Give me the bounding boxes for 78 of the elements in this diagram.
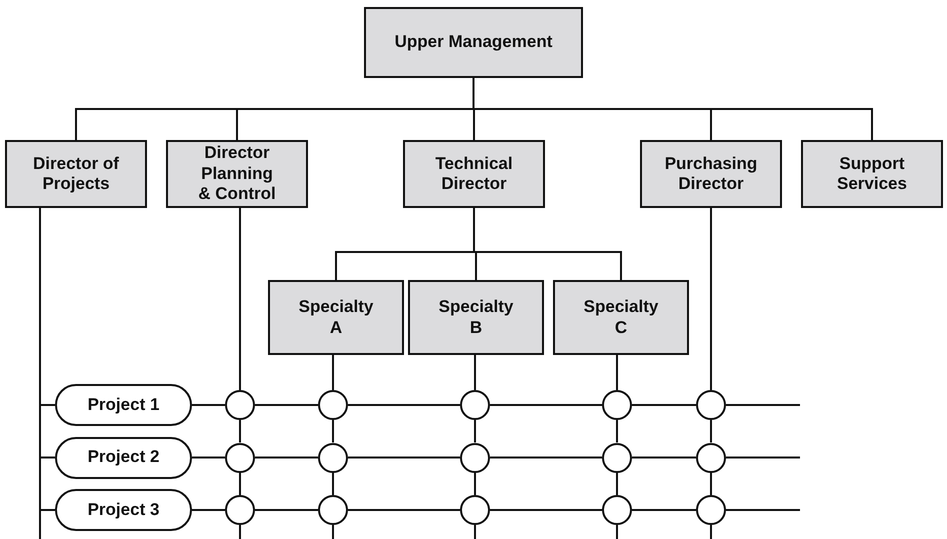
connector-line: [348, 509, 460, 511]
org-box: [5, 140, 147, 208]
connector-line: [710, 472, 712, 495]
connector-line: [239, 420, 241, 442]
connector-line: [490, 456, 602, 458]
connector-line: [710, 525, 712, 539]
connector-line: [192, 456, 225, 458]
connector-line: [239, 208, 241, 390]
box-label: Upper Management: [394, 32, 552, 53]
project-box: [55, 489, 192, 531]
connector-line: [632, 456, 696, 458]
org-box: [553, 280, 689, 355]
connector-line: [474, 420, 476, 442]
connector-line: [710, 208, 712, 390]
org-box: [364, 7, 583, 78]
connector-line: [255, 509, 318, 511]
org-box: [640, 140, 782, 208]
junction-circle: [602, 495, 632, 525]
box-label: Purchasing Director: [664, 154, 758, 194]
connector-line: [474, 525, 476, 539]
box-label: Project 3: [88, 500, 160, 520]
connector-line: [616, 472, 618, 495]
connector-line: [332, 472, 334, 495]
box-label: Technical Director: [434, 154, 514, 194]
connector-line: [490, 404, 602, 406]
box-label: Support Services: [836, 154, 908, 194]
junction-circle: [225, 495, 255, 525]
connector-line: [616, 355, 618, 390]
connector-line: [632, 509, 696, 511]
connector-line: [332, 420, 334, 442]
connector-line: [255, 456, 318, 458]
connector-line: [490, 509, 602, 511]
connector-line: [474, 472, 476, 495]
connector-line: [192, 404, 225, 406]
org-box: [166, 140, 308, 208]
box-label: Project 1: [88, 394, 160, 416]
org-box: [801, 140, 943, 208]
project-box: [55, 384, 192, 426]
box-label: Specialty C: [583, 297, 659, 338]
connector-line: [726, 456, 800, 458]
junction-circle: [318, 442, 348, 472]
junction-circle: [602, 390, 632, 420]
org-box: [408, 280, 544, 355]
connector-line: [348, 456, 460, 458]
junction-circle: [460, 390, 490, 420]
connector-line: [332, 525, 334, 539]
connector-line: [726, 509, 800, 511]
connector-line: [239, 525, 241, 539]
connector-line: [332, 355, 334, 390]
box-label: Specialty A: [298, 297, 374, 338]
connector-line: [616, 420, 618, 442]
connector-line: [474, 355, 476, 390]
junction-circle: [460, 442, 490, 472]
junction-circle: [225, 390, 255, 420]
junction-circle: [318, 390, 348, 420]
connector-line: [348, 404, 460, 406]
connector-line: [39, 208, 55, 511]
junction-circle: [696, 495, 726, 525]
connector-line: [239, 472, 241, 495]
box-label: Project 2: [88, 447, 160, 468]
connector-line: [616, 525, 618, 539]
connector-line: [726, 404, 800, 406]
junction-circle: [696, 442, 726, 472]
junction-circle: [602, 442, 632, 472]
connector-line: [192, 509, 225, 511]
junction-circle: [225, 442, 255, 472]
connector-line: [632, 404, 696, 406]
junction-circle: [696, 390, 726, 420]
junction-circle: [460, 495, 490, 525]
connector-line: [710, 420, 712, 442]
connector-line: [255, 404, 318, 406]
box-label: Specialty B: [438, 297, 514, 338]
org-box: [268, 280, 404, 355]
box-label: Director Planning & Control: [197, 143, 277, 205]
project-box: [55, 436, 192, 478]
box-label: Director of Projects: [32, 154, 120, 194]
junction-circle: [318, 495, 348, 525]
org-box: [403, 140, 545, 208]
